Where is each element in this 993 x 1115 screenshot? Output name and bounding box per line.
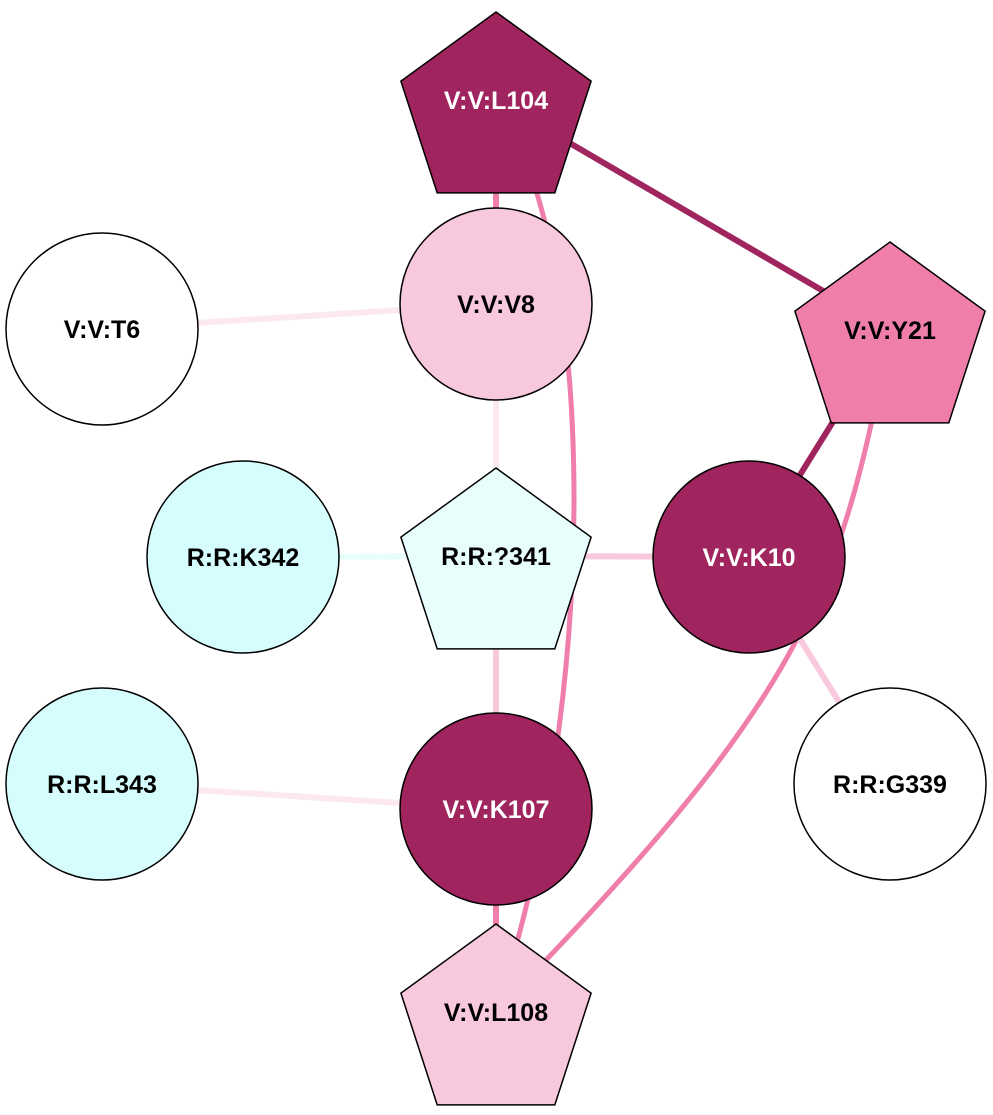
pentagon-node-shape bbox=[400, 11, 592, 194]
pentagon-node-shape bbox=[400, 923, 592, 1106]
node-label: V:V:K107 bbox=[442, 796, 549, 824]
node-label: V:V:T6 bbox=[64, 316, 140, 344]
node-y21[interactable]: V:V:Y21 bbox=[794, 241, 986, 424]
node-l104[interactable]: V:V:L104 bbox=[400, 11, 592, 194]
node-label: V:V:L104 bbox=[444, 87, 548, 115]
node-label: V:V:Y21 bbox=[844, 317, 936, 345]
circle-node-shape bbox=[399, 712, 593, 906]
circle-node-shape bbox=[5, 232, 199, 426]
node-label: R:R:K342 bbox=[187, 544, 300, 572]
pentagon-node-shape bbox=[794, 241, 986, 424]
pentagon-node-shape bbox=[400, 467, 592, 650]
node-v8[interactable]: V:V:V8 bbox=[399, 207, 593, 401]
node-l108[interactable]: V:V:L108 bbox=[400, 923, 592, 1106]
circle-node-shape bbox=[652, 460, 846, 654]
node-k342[interactable]: R:R:K342 bbox=[146, 460, 340, 654]
node-q341[interactable]: R:R:?341 bbox=[400, 467, 592, 650]
node-k10[interactable]: V:V:K10 bbox=[652, 460, 846, 654]
node-g339[interactable]: R:R:G339 bbox=[793, 687, 987, 881]
node-label: V:V:K10 bbox=[702, 544, 795, 572]
circle-node-shape bbox=[146, 460, 340, 654]
edge-y21-l108 bbox=[494, 329, 893, 1014]
circle-node-shape bbox=[399, 207, 593, 401]
node-k107[interactable]: V:V:K107 bbox=[399, 712, 593, 906]
node-label: V:V:L108 bbox=[444, 999, 548, 1027]
node-t6[interactable]: V:V:T6 bbox=[5, 232, 199, 426]
circle-node-shape bbox=[793, 687, 987, 881]
node-l343[interactable]: R:R:L343 bbox=[5, 687, 199, 881]
node-label: R:R:L343 bbox=[47, 771, 157, 799]
node-label: R:R:G339 bbox=[833, 771, 947, 799]
node-label: R:R:?341 bbox=[441, 543, 551, 571]
node-label: V:V:V8 bbox=[457, 291, 535, 319]
circle-node-shape bbox=[5, 687, 199, 881]
